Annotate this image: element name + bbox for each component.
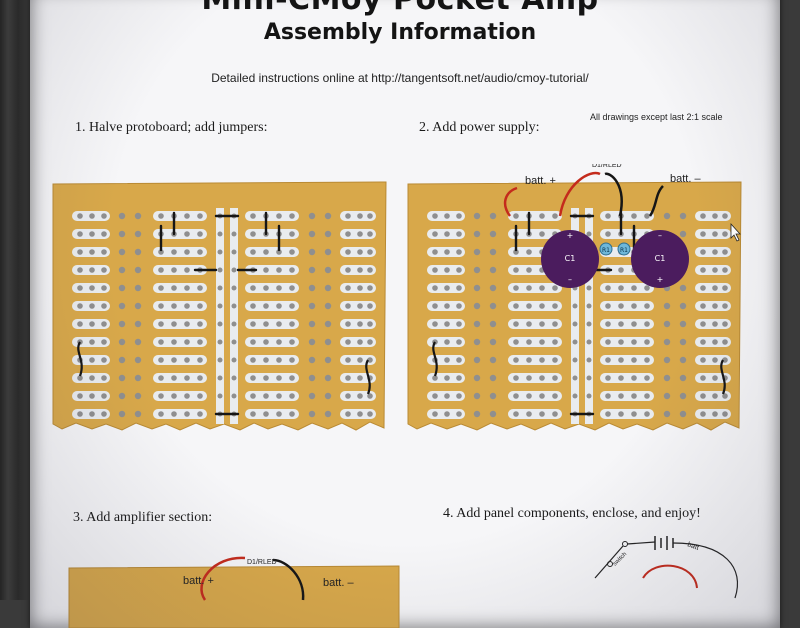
resistor-left-label: R1 xyxy=(602,247,610,254)
page-subtitle: Assembly Information xyxy=(263,20,537,45)
power-supply-diagram: batt. + D1/RLED batt. – + C1 – – C1 + R1… xyxy=(407,164,742,431)
svg-text:+: + xyxy=(657,275,664,284)
mouse-cursor-icon xyxy=(730,222,741,242)
black-wire-3 xyxy=(272,558,305,601)
resistor-right: R1 xyxy=(617,242,631,256)
black-battery-wire xyxy=(648,185,664,217)
svg-text:+: + xyxy=(567,231,574,240)
batt-minus-label: batt. – xyxy=(670,173,701,185)
resistor-left: R1 xyxy=(599,242,613,256)
document-page: Mini-CMoy Pocket Amp Assembly Informatio… xyxy=(30,0,780,628)
red-battery-wire xyxy=(503,186,518,217)
led-label-3: D1/RLED xyxy=(247,559,277,566)
red-wire-3 xyxy=(200,556,246,601)
black-led-wire xyxy=(604,172,623,217)
capacitor-left: + C1 – xyxy=(541,230,599,288)
panel-components-diagram: switch batt xyxy=(594,536,739,599)
instructions-text: Detailed instructions online at http://t… xyxy=(211,71,589,85)
step-3-label: 3. Add amplifier section: xyxy=(73,510,213,525)
capacitor-left-label: C1 xyxy=(565,254,576,263)
red-led-wire xyxy=(558,171,601,217)
led-label: D1/RLED xyxy=(592,164,622,169)
step-2-label: 2. Add power supply: xyxy=(419,120,540,135)
step-4-label: 4. Add panel components, enclose, and en… xyxy=(443,506,701,521)
switch-label: switch xyxy=(612,551,628,567)
amplifier-section-diagram: batt. + D1/RLED batt. – xyxy=(68,556,400,628)
batt-plus-label: batt. + xyxy=(525,175,556,187)
svg-text:–: – xyxy=(658,231,662,240)
capacitor-right-label: C1 xyxy=(655,254,666,263)
batt-plus-label-3: batt. + xyxy=(183,575,214,587)
batt-minus-label-3: batt. – xyxy=(323,577,354,589)
protoboard-jumpers-diagram xyxy=(52,181,387,431)
svg-text:–: – xyxy=(568,275,572,284)
resistor-right-label: R1 xyxy=(620,247,628,254)
capacitor-right: – C1 + xyxy=(631,230,689,288)
step-1-label: 1. Halve protoboard; add jumpers: xyxy=(75,120,268,135)
scale-note: All drawings except last 2:1 scale xyxy=(590,112,723,122)
page-title: Mini-CMoy Pocket Amp xyxy=(30,0,770,17)
batt-label: batt xyxy=(686,541,699,552)
